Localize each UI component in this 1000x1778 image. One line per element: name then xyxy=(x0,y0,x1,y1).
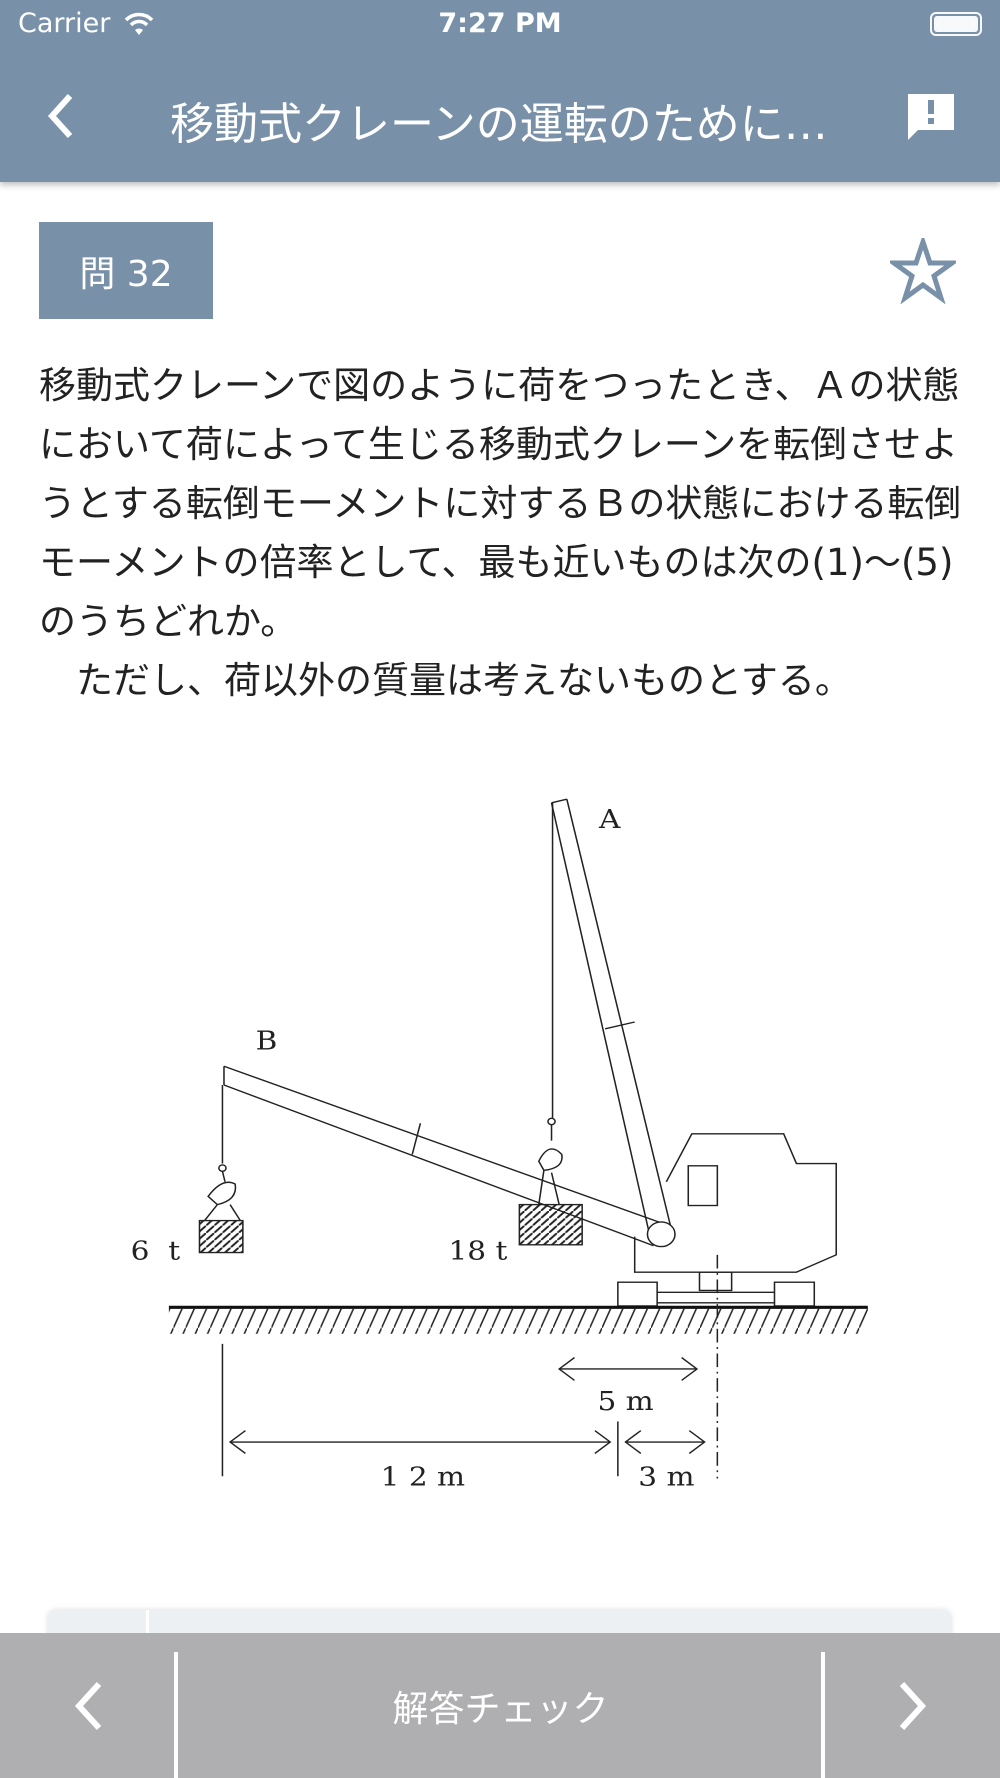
load-6t xyxy=(198,1219,244,1254)
chevron-left-icon xyxy=(74,1681,102,1730)
dimensions xyxy=(221,1343,706,1477)
back-button[interactable] xyxy=(46,92,76,144)
question-text: 移動式クレーンで図のように荷をつったとき、Ａの状態において荷によって生じる移動式… xyxy=(39,364,962,702)
load-18t xyxy=(518,1203,583,1246)
label-b: B xyxy=(256,1025,278,1056)
crane-cab xyxy=(633,1133,837,1273)
bottom-toolbar: 解答チェック xyxy=(0,1633,1000,1778)
load-label-6t: 6 t xyxy=(131,1235,181,1266)
battery-icon xyxy=(930,12,982,36)
chevron-right-icon xyxy=(899,1681,926,1730)
bookmark-star-button[interactable] xyxy=(886,234,960,308)
boom-a xyxy=(537,798,673,1230)
star-icon xyxy=(886,234,960,305)
chevron-left-icon xyxy=(47,93,73,139)
boom-b xyxy=(203,1065,662,1247)
navigation-header: Carrier 7:27 PM 移動式クレーンの運転のために… xyxy=(0,0,1000,182)
page-title: 移動式クレーンの運転のために… xyxy=(170,99,828,150)
separator xyxy=(821,1652,825,1778)
answer-check-button[interactable]: 解答チェック xyxy=(392,1688,609,1730)
report-button[interactable] xyxy=(906,92,956,146)
label-a: A xyxy=(598,803,621,834)
dim-label-5m: 5 m xyxy=(597,1386,653,1417)
next-question-button[interactable] xyxy=(825,1633,1000,1778)
wifi-icon xyxy=(124,12,154,40)
dim-label-12m: 1 2 m xyxy=(381,1461,465,1492)
feedback-icon xyxy=(908,94,954,140)
dim-label-3m: 3 m xyxy=(638,1461,694,1492)
ground-hatch xyxy=(168,1308,868,1334)
separator xyxy=(174,1652,178,1778)
carrier-label: Carrier xyxy=(18,8,111,39)
load-label-18t: 18 t xyxy=(448,1235,508,1266)
previous-question-button[interactable] xyxy=(0,1633,176,1778)
clock: 7:27 PM xyxy=(438,8,562,39)
question-number-badge: 問 32 xyxy=(39,222,213,319)
crane-diagram: A B 6 t 18 t 5 m 1 2 m 3 m xyxy=(131,798,868,1492)
